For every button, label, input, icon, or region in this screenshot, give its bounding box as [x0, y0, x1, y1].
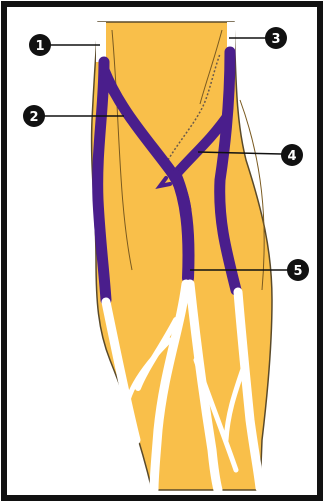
- callout-3: 3: [265, 27, 287, 49]
- callout-2-label: 2: [29, 110, 38, 125]
- callout-5-label: 5: [293, 264, 302, 279]
- callout-3-label: 3: [271, 32, 280, 47]
- callout-4: 4: [281, 144, 303, 166]
- callout-4-label: 4: [287, 149, 296, 164]
- callout-1: 1: [29, 34, 51, 56]
- callout-5: 5: [287, 259, 309, 281]
- callout-2: 2: [23, 105, 45, 127]
- callout-1-label: 1: [35, 39, 44, 54]
